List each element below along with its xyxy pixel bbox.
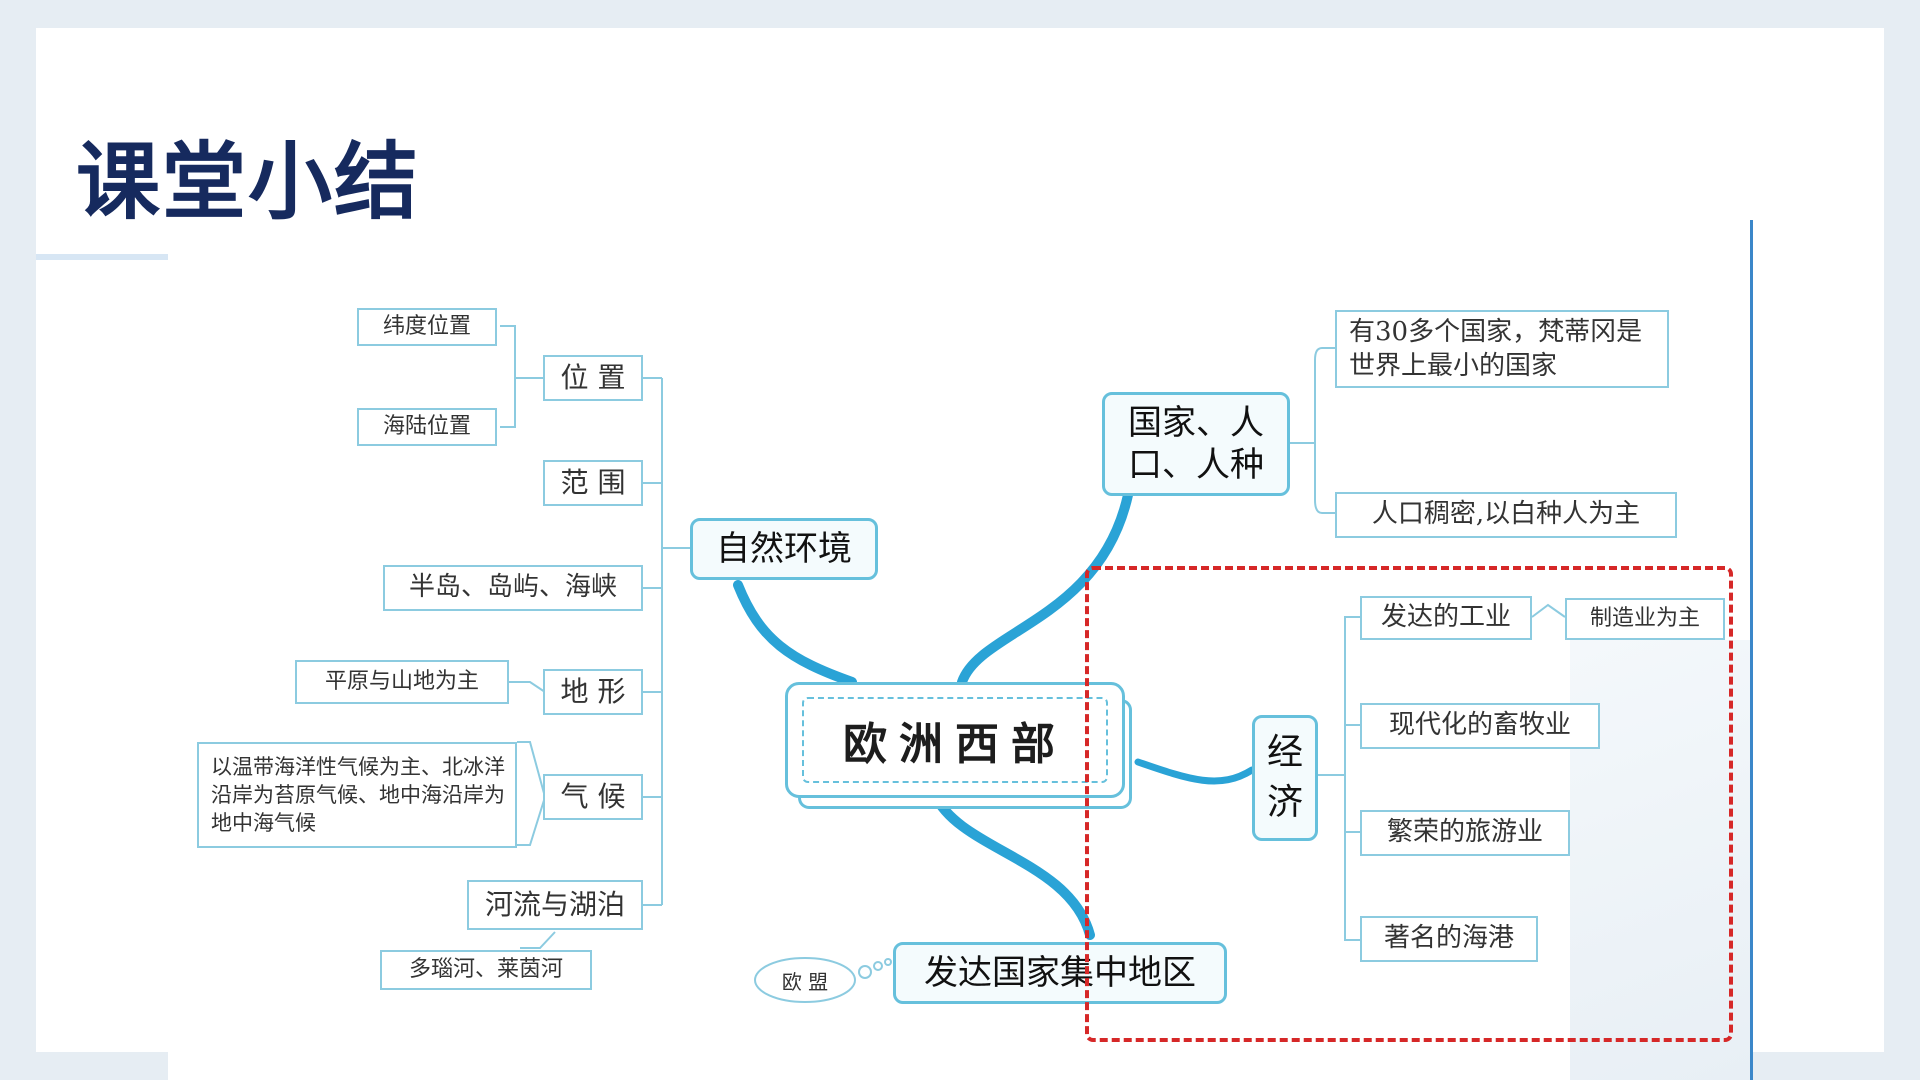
- node-scope: 范 围: [543, 460, 643, 506]
- node-land-sea-position: 海陆位置: [357, 408, 497, 446]
- node-peninsulas: 半岛、岛屿、海峡: [383, 565, 643, 611]
- page-title: 课堂小结: [76, 133, 421, 231]
- node-latitude-position: 纬度位置: [357, 308, 497, 346]
- node-center: 欧洲西部: [785, 682, 1125, 798]
- node-country-count: 有30多个国家，梵蒂冈是世界上最小的国家: [1335, 310, 1669, 388]
- natural-bracket: [500, 325, 690, 949]
- node-population-density: 人口稠密,以白种人为主: [1335, 492, 1677, 538]
- node-developed-countries: 发达国家集中地区: [893, 942, 1227, 1004]
- node-seaports: 著名的海港: [1360, 916, 1538, 962]
- node-industry-detail: 制造业为主: [1565, 598, 1725, 640]
- node-rivers: 河流与湖泊: [467, 880, 643, 930]
- node-climate-detail: 以温带海洋性气候为主、北冰洋沿岸为苔原气候、地中海沿岸为地中海气候: [197, 742, 517, 848]
- node-economy: 经济: [1252, 715, 1318, 841]
- node-climate: 气 候: [543, 774, 643, 820]
- branch-economy: [1134, 758, 1256, 785]
- eu-label: 欧 盟: [781, 970, 829, 994]
- economy-bracket: [1318, 603, 1566, 941]
- economy-highlight-box: [1085, 566, 1733, 1042]
- title-underline: [36, 254, 206, 260]
- node-natural-environment: 自然环境: [690, 518, 878, 580]
- eu-bubble: [754, 957, 892, 1003]
- node-location: 位 置: [543, 355, 643, 401]
- background-decoration: [1570, 640, 1750, 1080]
- node-rivers-detail: 多瑙河、莱茵河: [380, 950, 592, 990]
- node-livestock: 现代化的畜牧业: [1360, 703, 1600, 749]
- population-bracket: [1290, 347, 1335, 514]
- branch-developed: [930, 790, 1095, 940]
- center-label: 欧洲西部: [802, 697, 1108, 783]
- node-population: 国家、人口、人种: [1102, 392, 1290, 496]
- node-tourism: 繁荣的旅游业: [1360, 810, 1570, 856]
- branch-natural: [733, 580, 857, 687]
- node-industry: 发达的工业: [1360, 596, 1532, 640]
- node-terrain-detail: 平原与山地为主: [295, 660, 509, 704]
- branch-population: [957, 490, 1133, 687]
- node-terrain: 地 形: [543, 669, 643, 715]
